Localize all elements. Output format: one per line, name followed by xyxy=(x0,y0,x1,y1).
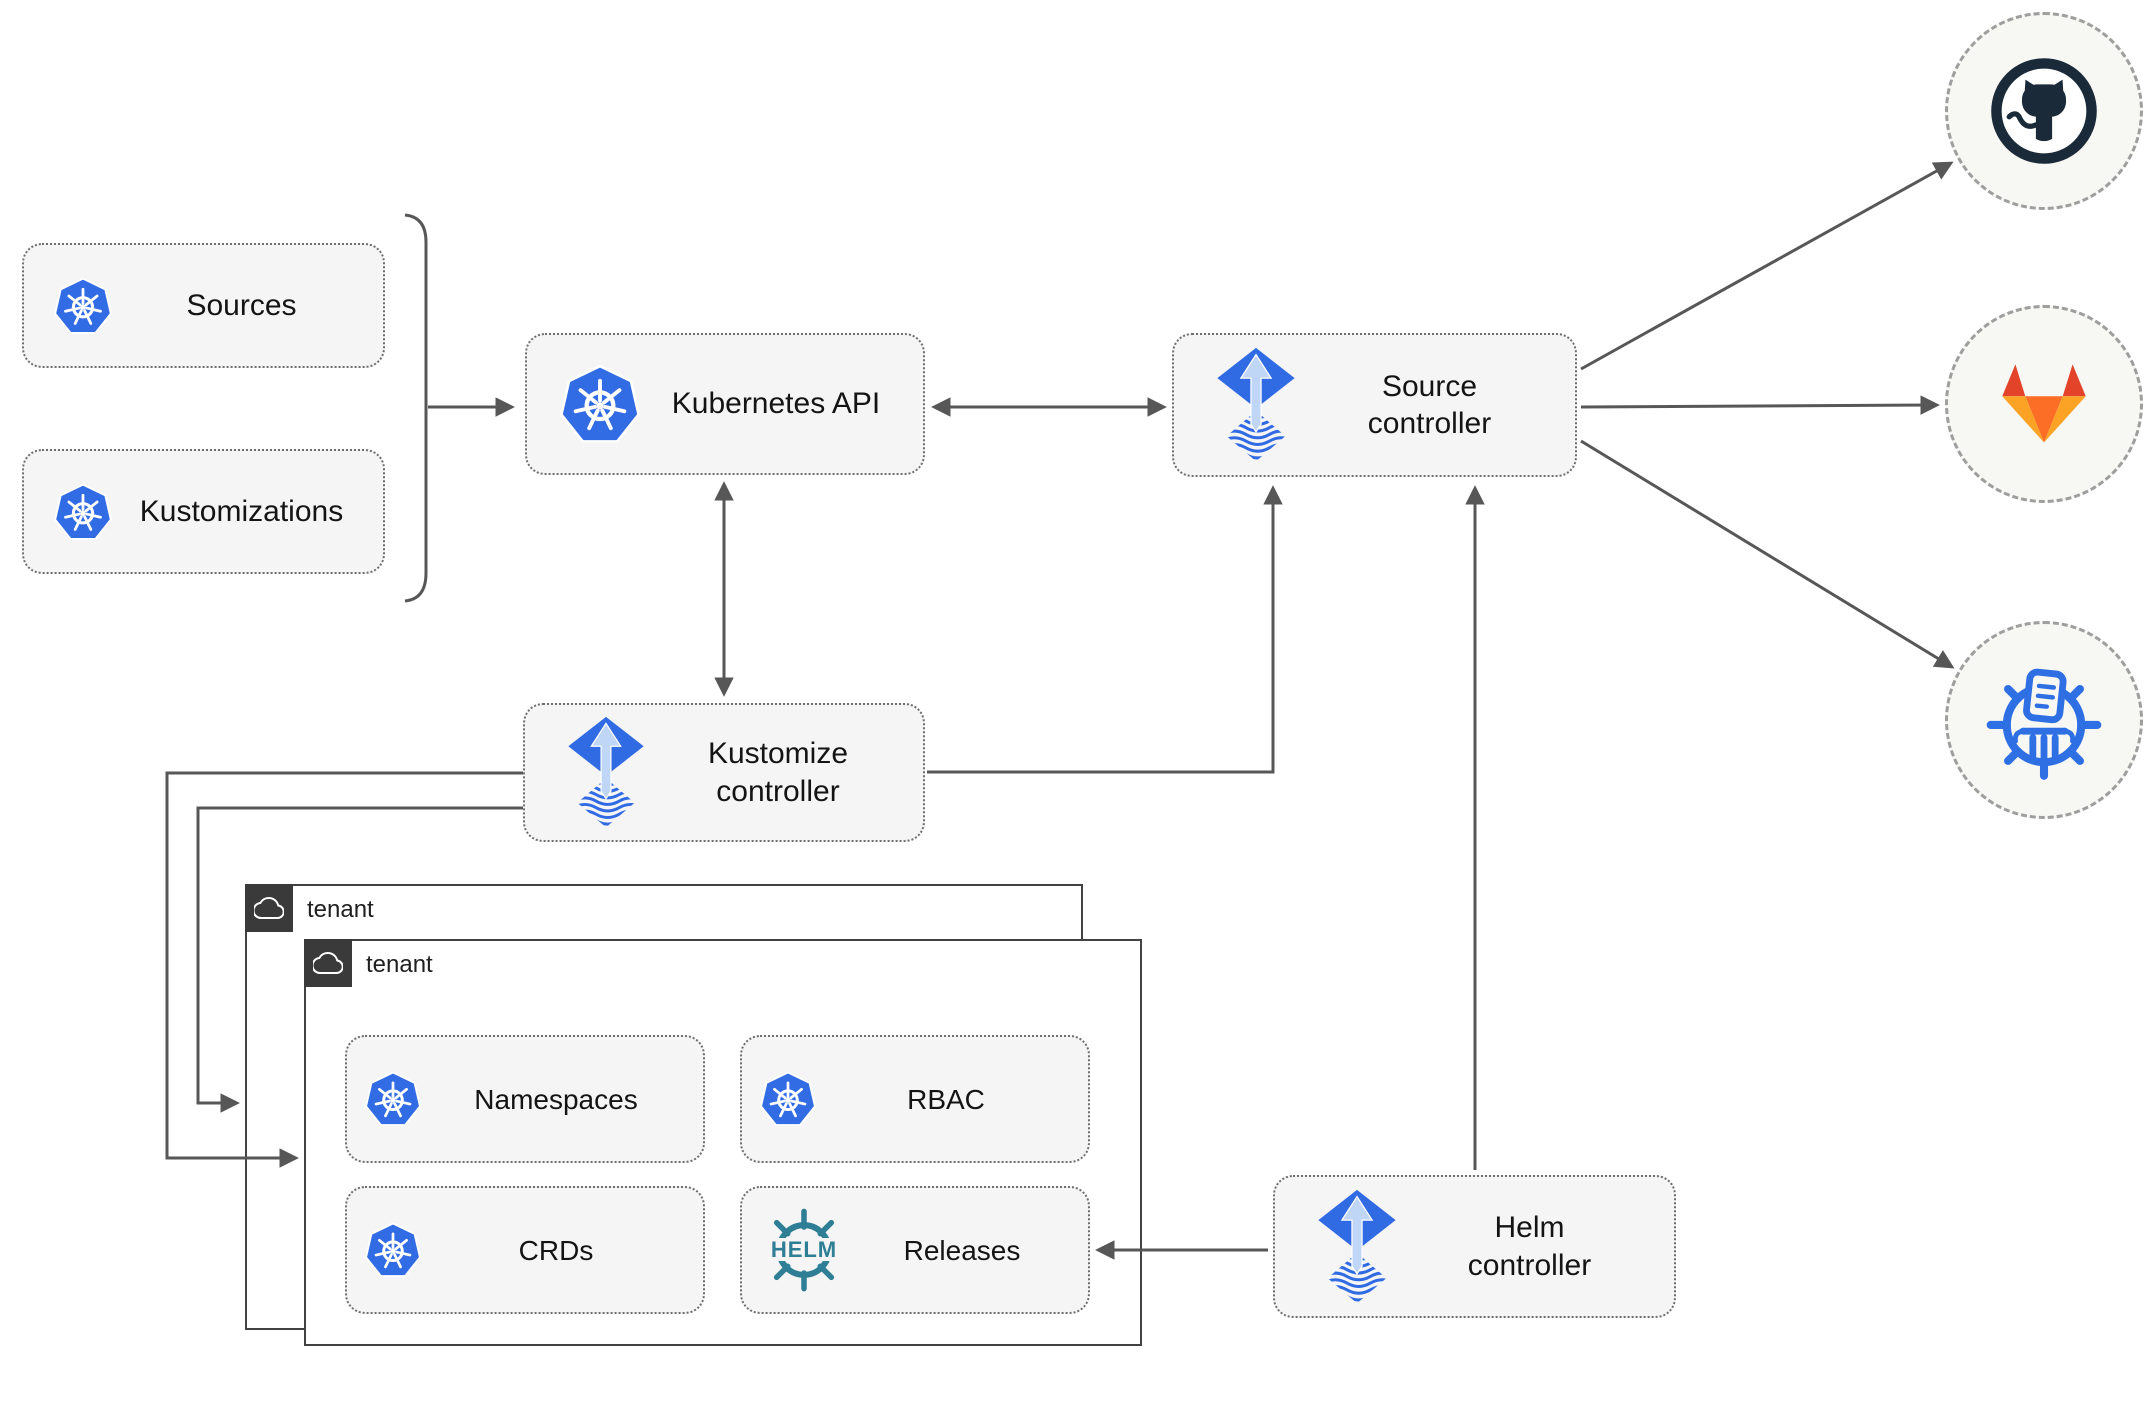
endpoint-gitlab xyxy=(1945,305,2143,503)
kubernetes-icon xyxy=(54,483,112,540)
node-label: Releases xyxy=(903,1234,1021,1266)
tenant-header xyxy=(304,939,352,987)
node-kustomize-controller: Kustomize controller xyxy=(523,703,925,842)
node-kustomizations: Kustomizations xyxy=(22,449,385,574)
cloud-icon xyxy=(313,952,343,974)
connector-source-to-chart-repository xyxy=(1580,439,1955,669)
node-helm-controller: Helm controller xyxy=(1273,1175,1676,1318)
tenant-label: tenant xyxy=(307,896,374,923)
kubernetes-icon xyxy=(760,1071,816,1126)
node-namespaces: Namespaces xyxy=(345,1035,705,1163)
kubernetes-icon xyxy=(365,1071,421,1126)
endpoint-chart-repository xyxy=(1945,621,2143,819)
node-source-controller: Source controller xyxy=(1172,333,1577,477)
node-releases: HELM Releases xyxy=(740,1186,1090,1314)
node-label: Namespaces xyxy=(474,1083,638,1115)
kubernetes-icon xyxy=(54,277,112,334)
helm-wheel-icon: HELM xyxy=(758,1208,850,1292)
tenant-label: tenant xyxy=(366,951,433,978)
node-label: Kustomize controller xyxy=(707,737,849,808)
gitlab-icon xyxy=(2002,364,2086,443)
node-label: Kubernetes API xyxy=(671,387,881,421)
node-kubernetes-api: Kubernetes API xyxy=(525,333,925,475)
node-label: Kustomizations xyxy=(139,494,344,528)
node-label: CRDs xyxy=(518,1234,594,1266)
helm-logo-text: HELM xyxy=(771,1237,837,1262)
flux-icon xyxy=(1217,347,1295,462)
node-label: Sources xyxy=(186,288,297,322)
connector-source-to-github xyxy=(1580,161,1954,371)
node-sources: Sources xyxy=(22,243,385,368)
node-rbac: RBAC xyxy=(740,1035,1090,1163)
connector-kustomize-to-source-controller xyxy=(927,485,1283,774)
kubernetes-icon xyxy=(560,364,640,443)
chartmuseum-icon xyxy=(1986,668,2102,780)
tenant-header xyxy=(245,884,293,932)
node-crds: CRDs xyxy=(345,1186,705,1314)
cloud-icon xyxy=(254,897,284,919)
node-label: RBAC xyxy=(907,1083,985,1115)
endpoint-github xyxy=(1945,12,2143,210)
connector-sources-bracket xyxy=(404,213,428,603)
github-icon xyxy=(1991,58,2097,164)
flux-icon xyxy=(568,716,644,828)
node-label: Source controller xyxy=(1367,369,1492,441)
kubernetes-icon xyxy=(365,1222,421,1277)
node-label: Helm controller xyxy=(1467,1211,1592,1282)
flux-icon xyxy=(1318,1189,1396,1303)
connector-source-to-gitlab xyxy=(1580,395,1940,415)
